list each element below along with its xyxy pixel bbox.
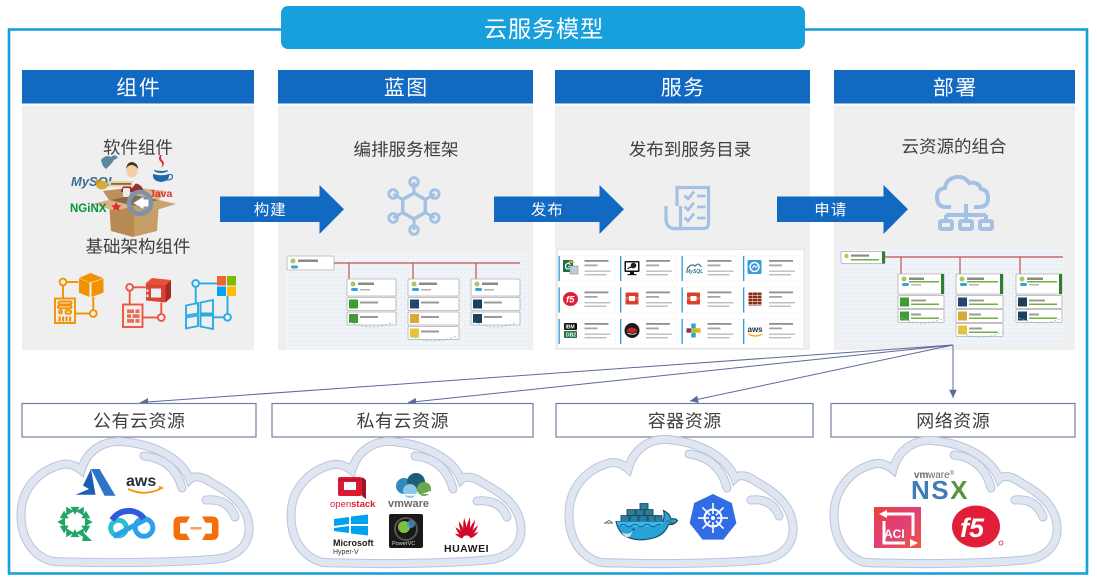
svg-text:HUAWEI: HUAWEI: [444, 543, 489, 555]
svg-text:f5: f5: [960, 513, 985, 543]
svg-text:DB2: DB2: [566, 333, 576, 339]
svg-text:MySQL: MySQL: [71, 174, 116, 189]
svg-text:f5: f5: [566, 295, 575, 306]
svg-text:vmware: vmware: [388, 498, 429, 510]
svg-text:G: G: [565, 262, 572, 272]
svg-text:openstack: openstack: [330, 499, 376, 510]
svg-text:ware®: ware®: [927, 470, 955, 481]
svg-text:PowerVC: PowerVC: [392, 541, 415, 547]
svg-text:vm: vm: [914, 470, 929, 481]
svg-text:aws: aws: [126, 473, 156, 490]
svg-text:NSX: NSX: [911, 475, 969, 505]
svg-text:ACI: ACI: [884, 527, 905, 541]
svg-text:aws: aws: [748, 325, 764, 334]
svg-text:Hyper-V: Hyper-V: [333, 549, 359, 556]
svg-text:NGiNX: NGiNX: [70, 203, 107, 215]
svg-text:MySQL: MySQL: [686, 269, 703, 275]
svg-text:IBM: IBM: [566, 325, 575, 331]
svg-text:Microsoft: Microsoft: [333, 538, 374, 548]
svg-text:Java: Java: [149, 188, 173, 200]
